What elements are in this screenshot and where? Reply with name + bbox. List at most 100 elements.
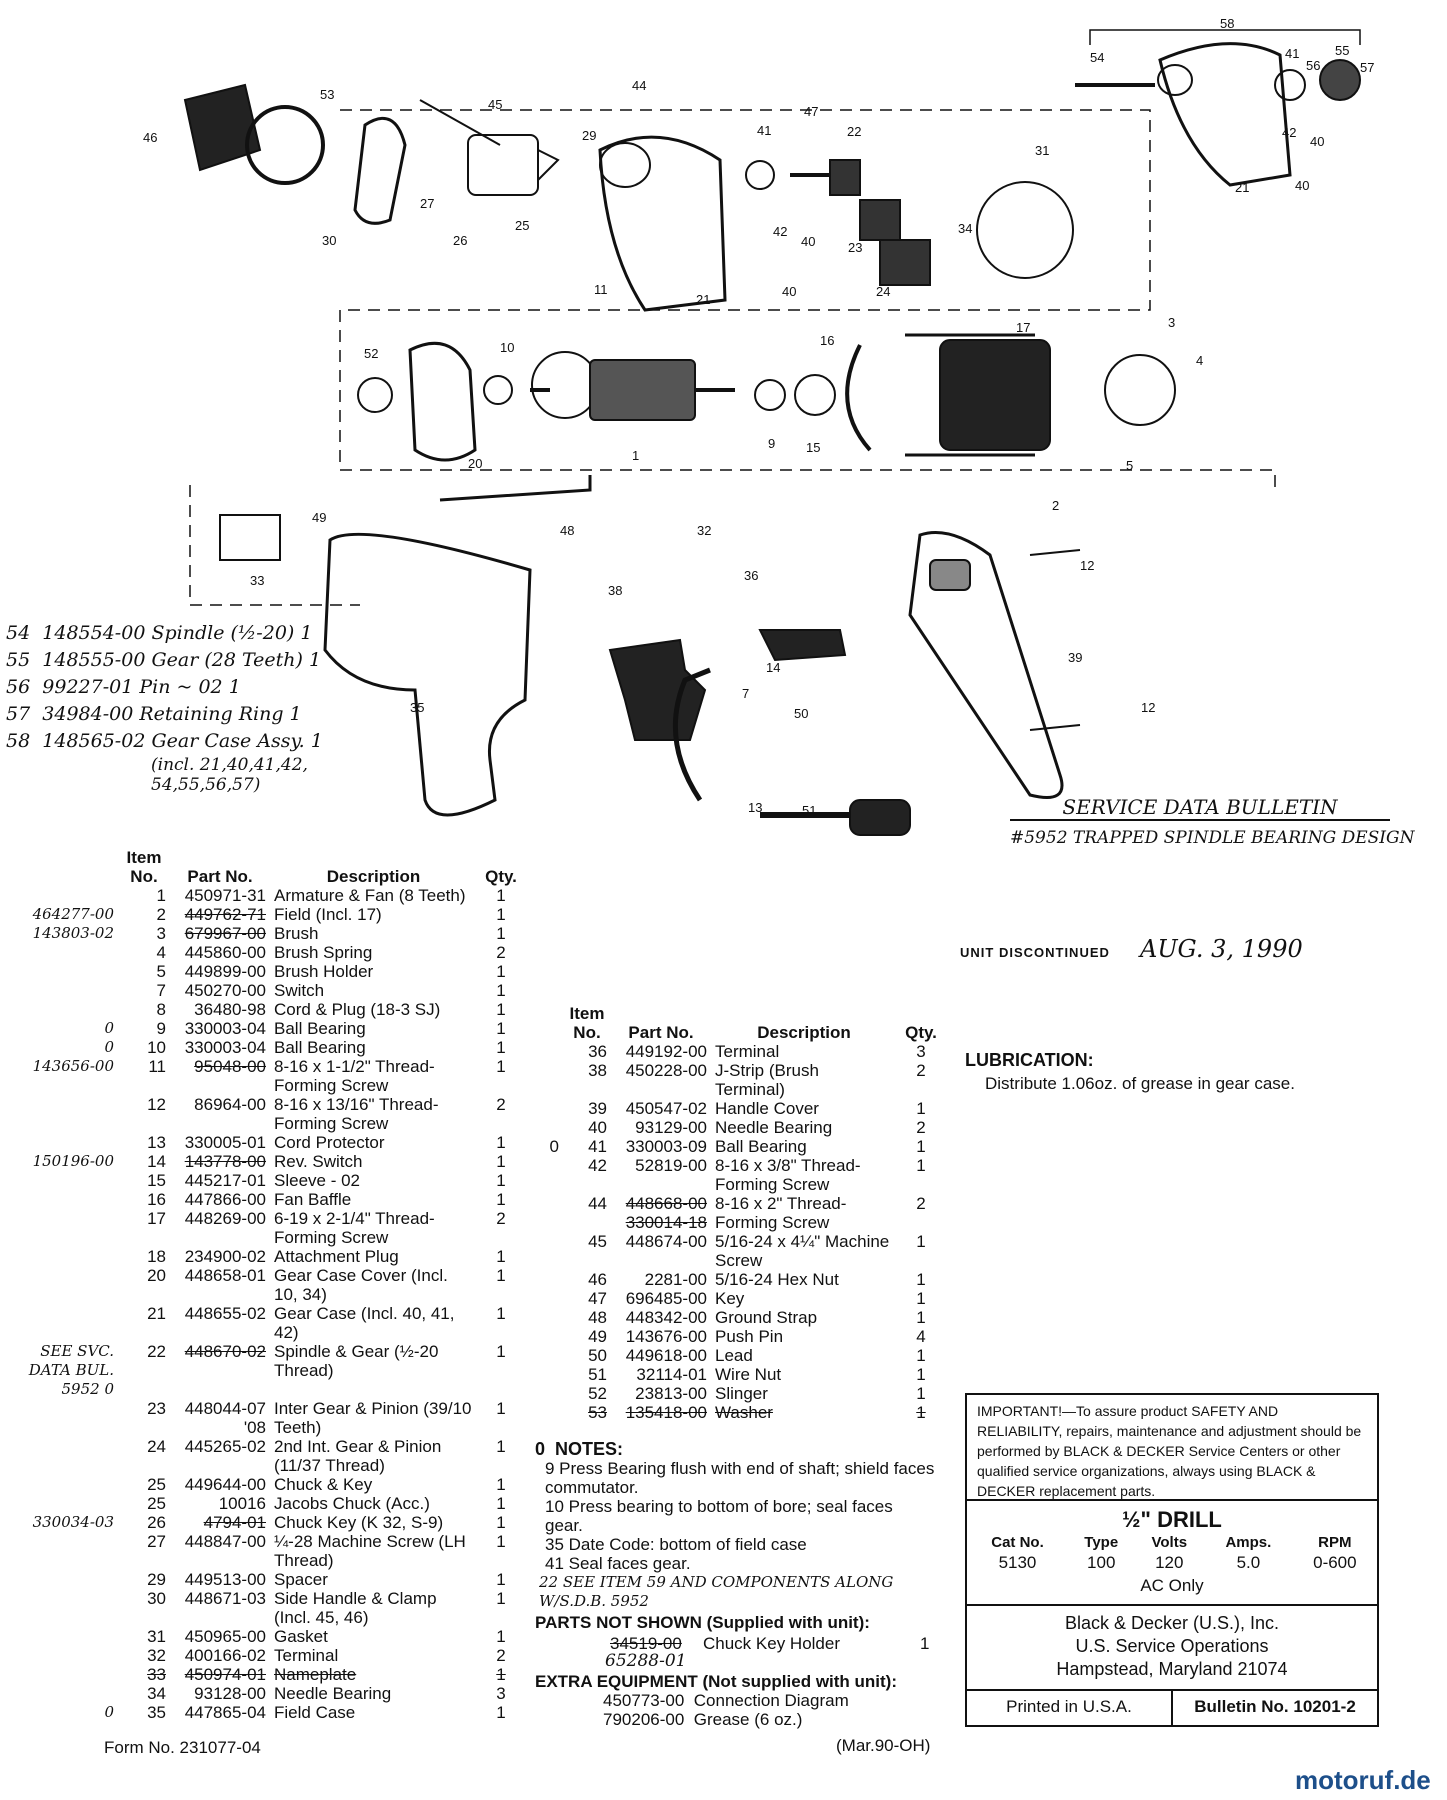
row-description: Brush xyxy=(274,924,319,943)
row-description: Needle Bearing xyxy=(715,1118,833,1137)
row-item: 51 xyxy=(588,1365,607,1384)
row-qty: 1 xyxy=(496,1190,506,1209)
company-name: Black & Decker (U.S.), Inc. xyxy=(1064,1613,1280,1633)
row-part: 330003-09 xyxy=(625,1137,707,1156)
row-part: 32114-01 xyxy=(636,1365,707,1384)
header-description: Description xyxy=(757,1023,851,1042)
row-qty: 1 xyxy=(496,1019,506,1038)
callout-23: 23 xyxy=(848,240,862,255)
row-description: 8-16 x 1-1/2" Thread-Forming Screw xyxy=(274,1057,435,1095)
important-notice: IMPORTANT!—To assure product SAFETY AND … xyxy=(967,1395,1377,1501)
note-item: 10 Press bearing to bottom of bore; seal… xyxy=(545,1497,893,1535)
row-description: Gear Case (Incl. 40, 41, 42) xyxy=(274,1304,455,1342)
row-part: 448044-07 '08 xyxy=(184,1399,266,1437)
spec-table: Cat No. Type Volts Amps. RPM 5130 100 12… xyxy=(967,1533,1377,1574)
row-item: 42 xyxy=(588,1156,607,1175)
row-qty: 1 xyxy=(496,1532,506,1551)
row-description: Lead xyxy=(715,1346,753,1365)
row-part: 445265-02 xyxy=(184,1437,266,1456)
row-part: 330005-01 xyxy=(184,1133,266,1152)
callout-39: 39 xyxy=(1068,650,1082,665)
row-description: Fan Baffle xyxy=(274,1190,352,1209)
row-part: 447866-00 xyxy=(184,1190,266,1209)
row-qty: 1 xyxy=(496,1570,506,1589)
bulletin-note-title: SERVICE DATA BULLETIN xyxy=(1010,795,1390,821)
row-qty: 1 xyxy=(916,1137,926,1156)
row-qty: 1 xyxy=(916,1270,926,1289)
row-qty: 1 xyxy=(496,1000,506,1019)
row-description: Needle Bearing xyxy=(274,1684,392,1703)
row-description: Inter Gear & Pinion (39/10 Teeth) xyxy=(274,1399,472,1437)
row-item: 40 xyxy=(588,1118,607,1137)
row-qty: 2 xyxy=(496,1646,506,1665)
spec-header: Volts xyxy=(1151,1534,1188,1551)
spec-header: RPM xyxy=(1318,1534,1352,1551)
row-item: 41 xyxy=(588,1137,607,1156)
row-note xyxy=(0,1437,118,1475)
row-part: 450228-00 xyxy=(625,1061,707,1080)
row-mark xyxy=(535,1384,563,1403)
row-part: 696485-00 xyxy=(625,1289,707,1308)
callout-41: 41 xyxy=(1285,46,1299,61)
hw-row: 57 34984-00 Retaining Ring 1 xyxy=(6,703,302,725)
not-shown-desc: Chuck Key Holder xyxy=(703,1634,841,1653)
callout-40: 40 xyxy=(1310,134,1324,149)
notes-section: 0 NOTES: 9 Press Bearing flush with end … xyxy=(535,1440,935,1730)
row-part: 448671-03 xyxy=(184,1589,266,1608)
row-qty: 2 xyxy=(916,1061,926,1080)
row-item: 12 xyxy=(147,1095,166,1114)
row-part: 448670-02 xyxy=(184,1342,266,1361)
row-description: Field Case xyxy=(274,1703,356,1722)
callout-32: 32 xyxy=(697,523,711,538)
row-qty: 1 xyxy=(496,1038,506,1057)
row-qty: 1 xyxy=(916,1365,926,1384)
row-note xyxy=(0,1646,118,1665)
row-note: 330034-03 xyxy=(32,1513,114,1531)
row-part: 2281-00 xyxy=(644,1270,707,1289)
row-qty: 1 xyxy=(496,1057,506,1076)
row-description: 2nd Int. Gear & Pinion (11/37 Thread) xyxy=(274,1437,442,1475)
row-note xyxy=(0,943,118,962)
callout-41b: 41 xyxy=(757,123,771,138)
callout-48: 48 xyxy=(560,523,574,538)
row-note xyxy=(0,1095,118,1133)
discontinued-label: UNIT DISCONTINUED xyxy=(960,945,1110,960)
row-qty: 4 xyxy=(916,1327,926,1346)
row-note xyxy=(0,1133,118,1152)
callout-22: 22 xyxy=(847,124,861,139)
row-qty: 1 xyxy=(496,905,506,924)
company-dept: U.S. Service Operations xyxy=(1075,1636,1269,1656)
row-part: 449618-00 xyxy=(625,1346,707,1365)
callout-45: 45 xyxy=(488,97,502,112)
row-part: 143778-00 xyxy=(184,1152,266,1171)
callout-5: 5 xyxy=(1126,458,1133,473)
row-description: 8-16 x 13/16" Thread-Forming Screw xyxy=(274,1095,439,1133)
row-description: 5/16-24 x 4¼" Machine Screw xyxy=(715,1232,890,1270)
row-note xyxy=(0,1684,118,1703)
row-description: Gear Case Cover (Incl. 10, 34) xyxy=(274,1266,448,1304)
extra-equipment-title: EXTRA EQUIPMENT (Not supplied with unit)… xyxy=(535,1672,898,1691)
row-item: 26 xyxy=(147,1513,166,1532)
row-description: ¼-28 Machine Screw (LH Thread) xyxy=(274,1532,466,1570)
note-item-handwritten: 22 SEE ITEM 59 AND COMPONENTS ALONG W/S.… xyxy=(539,1573,894,1610)
callout-40c: 40 xyxy=(801,234,815,249)
row-description: Key xyxy=(715,1289,745,1308)
row-mark xyxy=(535,1365,563,1384)
row-note: 143656-00 xyxy=(32,1057,114,1075)
row-qty: 1 xyxy=(496,1342,506,1361)
not-shown-qty: 1 xyxy=(920,1634,930,1653)
callout-42b: 42 xyxy=(773,224,787,239)
